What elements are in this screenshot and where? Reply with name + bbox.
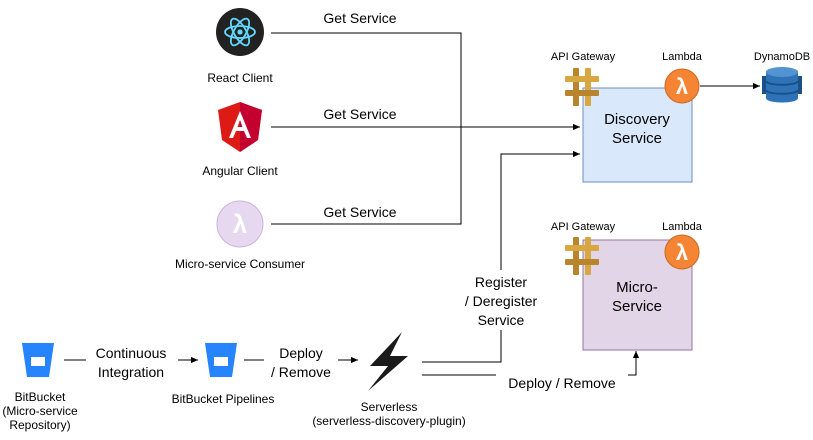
svg-text:λ: λ [676,74,688,99]
discovery-service-box [582,87,693,183]
micro-lambda-label: Lambda [662,221,703,233]
discovery-lambda-label: Lambda [662,51,703,63]
svg-text:λ: λ [676,240,688,265]
edge-serverless-deploy-micro [422,351,640,376]
edge-label-register-line1: Register [475,274,527,290]
lambda-icon: λ [664,234,700,270]
pipelines-label: BitBucket Pipelines [172,392,275,406]
edge-label-deploy-remove-2: Deploy / Remove [508,375,616,391]
lambda-consumer-icon: λ [216,200,264,248]
edge-react-get-service [271,32,462,127]
bitbucket-icon [22,343,54,377]
serverless-label-line1: Serverless [361,400,418,414]
bitbucket-label-line1: BitBucket [15,390,66,404]
react-client: React Client [207,8,273,85]
react-logo-icon [216,8,264,56]
dynamodb-icon [762,67,802,103]
edge-label-deploy1-line2: / Remove [271,364,331,380]
serverless: Serverless (serverless-discovery-plugin) [312,332,466,428]
bitbucket-pipelines: BitBucket Pipelines [172,343,275,406]
micro-api-gateway-label: API Gateway [551,221,616,233]
micro-title-line2: Service [612,298,662,315]
bitbucket-pipelines-icon [205,343,237,377]
dynamodb-label: DynamoDB [754,51,810,63]
edge-label-ci-line2: Integration [98,364,164,380]
bitbucket-label-line2: (Micro-service [2,404,78,418]
edge-consumer-get-service [271,127,462,225]
serverless-label-line2: (serverless-discovery-plugin) [312,414,465,428]
discovery-api-gateway-label: API Gateway [551,51,616,63]
discovery-service: Discovery Service API Gateway Lambda λ [551,51,703,183]
lightning-bolt-icon [368,332,408,391]
microservice-consumer: λ Micro-service Consumer [175,200,305,271]
edge-label-get-service-2: Get Service [323,106,396,122]
dynamodb: DynamoDB [754,51,810,103]
connectors [64,32,760,376]
api-gateway-icon [565,237,599,275]
lambda-icon: λ [664,68,700,104]
svg-text:λ: λ [233,209,248,239]
angular-client: Angular Client [202,102,278,178]
angular-client-label: Angular Client [202,164,278,178]
edge-label-deploy1-line1: Deploy [279,345,323,361]
discovery-title-line1: Discovery [604,111,670,128]
react-client-label: React Client [207,71,273,85]
angular-logo-icon [218,102,262,152]
edge-label-ci-line1: Continuous [96,345,167,361]
edge-label-get-service-1: Get Service [323,10,396,26]
bitbucket-label-line3: Repository) [9,418,70,432]
micro-title-line1: Micro- [616,279,658,296]
api-gateway-icon [565,68,599,106]
edge-label-get-service-3: Get Service [323,204,396,220]
edge-label-register-line3: Service [478,312,525,328]
micro-service: Micro- Service API Gateway Lambda λ [551,221,703,351]
bitbucket-repo: BitBucket (Micro-service Repository) [2,343,78,432]
edge-serverless-register [422,150,580,363]
discovery-title-line2: Service [612,130,662,147]
edge-label-register-line2: / Deregister [465,293,538,309]
consumer-label: Micro-service Consumer [175,257,305,271]
